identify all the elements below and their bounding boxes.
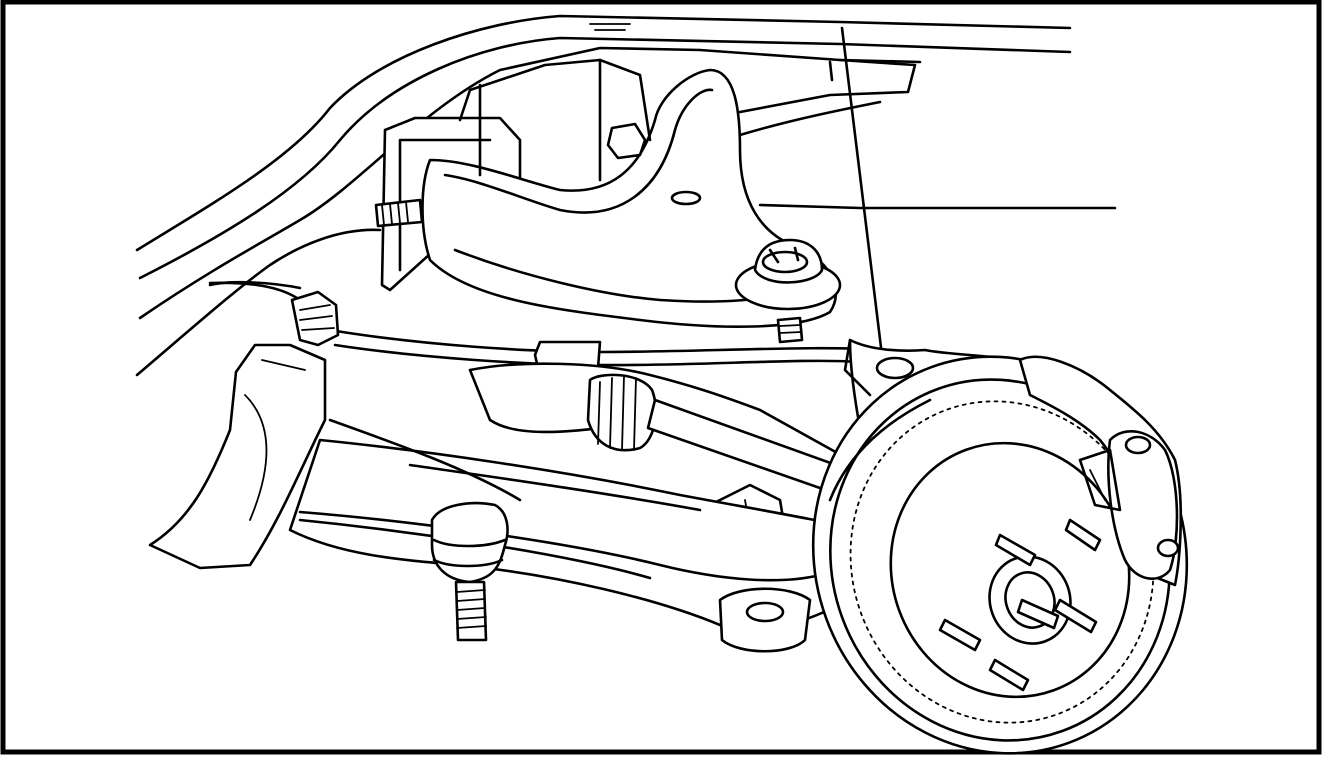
brake-caliper-icon: [1018, 355, 1183, 587]
tie-rod-end-icon: [430, 501, 509, 642]
cv-axle-boot-icon: [468, 362, 852, 497]
fender-outline-icon: [135, 14, 1117, 570]
reference-rod-icon: [840, 26, 886, 374]
wheel-stud-icon: [938, 518, 1102, 692]
brake-hose-icon: [208, 281, 882, 370]
upper-ball-joint-icon: [734, 238, 842, 344]
frame-border-icon: [0, 0, 1322, 755]
upper-control-arm-icon: [374, 58, 838, 329]
